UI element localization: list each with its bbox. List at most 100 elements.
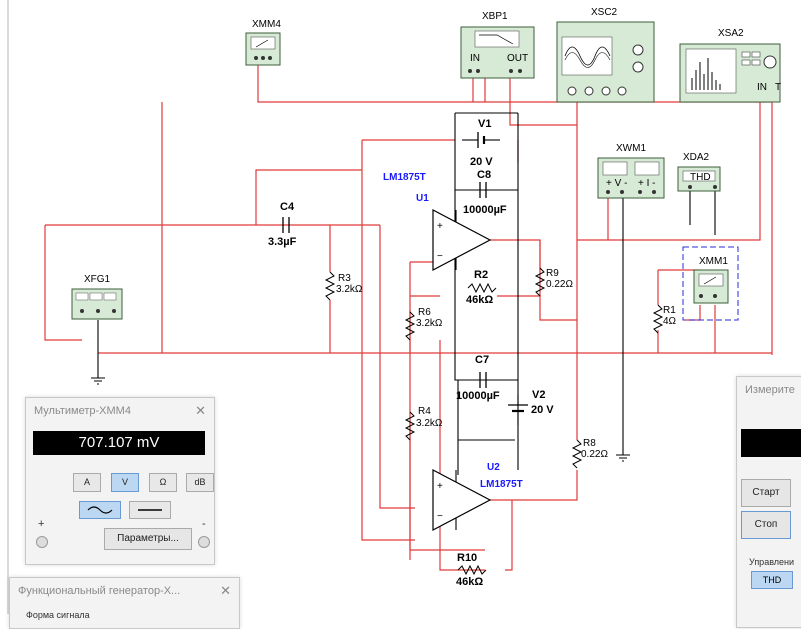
v2-label: V2 — [532, 389, 545, 401]
mode-db-button[interactable]: dB — [186, 473, 214, 492]
r9-resistor[interactable] — [534, 267, 546, 297]
r4-resistor[interactable] — [404, 411, 416, 441]
r3-value: 3.2kΩ — [336, 284, 363, 295]
xsc2-oscilloscope[interactable] — [556, 21, 655, 103]
c4-capacitor[interactable] — [282, 217, 290, 233]
svg-text:−: − — [437, 251, 443, 262]
ac-wave-icon — [87, 506, 113, 514]
r3-resistor[interactable] — [324, 271, 336, 301]
r2-value: 46kΩ — [466, 294, 493, 306]
svg-text:+: + — [437, 481, 443, 492]
v1-value: 20 V — [470, 156, 493, 168]
c4-label: C4 — [280, 201, 295, 213]
c7-capacitor[interactable] — [479, 372, 487, 388]
u1-opamp[interactable]: + − — [432, 209, 492, 271]
r6-value: 3.2kΩ — [416, 318, 443, 329]
parameters-button[interactable]: Параметры... — [104, 528, 192, 550]
svg-text:−: − — [437, 511, 443, 522]
schematic-canvas[interactable]: XMM4 XBP1 IN OUT XSC2 XSA2 — [0, 0, 801, 614]
xmm1-label: XMM1 — [699, 256, 728, 267]
v1-battery[interactable] — [462, 132, 500, 148]
r9-label: R9 — [546, 268, 559, 279]
xwm1-label: XWM1 — [616, 143, 646, 154]
xbp1-bode-plotter[interactable]: IN OUT — [460, 26, 535, 79]
multimeter-display: 707.107 mV — [33, 431, 205, 455]
c8-label: C8 — [477, 169, 491, 181]
multimeter-title: Мультиметр-XMM4 ✕ — [26, 398, 214, 424]
svg-text:+: + — [437, 221, 443, 232]
r10-label: R10 — [457, 552, 477, 564]
red-wires — [44, 65, 773, 571]
xfg1-function-generator[interactable] — [71, 288, 123, 320]
r2-label: R2 — [474, 269, 488, 281]
generator-close-icon[interactable]: ✕ — [220, 583, 231, 598]
function-generator-panel[interactable]: Функциональный генератор-X... ✕ Форма си… — [9, 577, 240, 629]
xsa2-t-label: T — [775, 82, 781, 93]
c8-value: 10000µF — [463, 204, 507, 216]
generator-title: Функциональный генератор-X... ✕ — [10, 578, 239, 604]
distortion-title: Измерите — [737, 377, 801, 403]
ac-mode-button[interactable] — [79, 501, 121, 519]
r6-resistor[interactable] — [404, 311, 416, 341]
mode-a-button[interactable]: A — [73, 473, 101, 492]
minus-terminal-label: - — [202, 518, 206, 530]
v2-battery[interactable] — [508, 395, 528, 425]
mode-ohm-button[interactable]: Ω — [149, 473, 177, 492]
xsc2-label: XSC2 — [591, 7, 618, 18]
r8-label: R8 — [583, 438, 596, 449]
v1-label: V1 — [478, 118, 491, 130]
thd-button[interactable]: THD — [751, 571, 793, 589]
ground-symbol-left — [91, 377, 105, 385]
u2-opamp[interactable]: + − — [432, 469, 492, 531]
r8-value: 0.22Ω — [581, 449, 608, 460]
r8-resistor[interactable] — [571, 439, 583, 469]
dc-line-icon — [138, 509, 162, 511]
waveform-label: Форма сигнала — [26, 610, 90, 620]
plus-terminal-label: + — [38, 518, 45, 530]
dc-mode-button[interactable] — [129, 501, 171, 519]
xwm1-wattmeter[interactable]: + V - + I - — [597, 157, 665, 199]
xmm1-selection-box — [682, 246, 739, 321]
stop-button[interactable]: Стоп — [741, 511, 791, 539]
distortion-display — [741, 429, 801, 457]
multimeter-xmm4-panel[interactable]: Мультиметр-XMM4 ✕ 707.107 mV A V Ω dB + … — [25, 397, 215, 565]
minus-terminal[interactable] — [198, 536, 210, 548]
c7-label: C7 — [475, 354, 489, 366]
r10-value: 46kΩ — [456, 576, 483, 588]
multimeter-close-icon[interactable]: ✕ — [195, 403, 206, 418]
u2-label: U2 — [487, 462, 500, 473]
v2-value: 20 V — [531, 404, 554, 416]
mode-v-button[interactable]: V — [111, 473, 139, 492]
r9-value: 0.22Ω — [546, 279, 573, 290]
c8-capacitor[interactable] — [479, 182, 487, 198]
control-label: Управлени — [749, 557, 795, 567]
plus-terminal[interactable] — [36, 536, 48, 548]
r6-label: R6 — [418, 307, 431, 318]
r4-label: R4 — [418, 406, 431, 417]
multimeter-title-text: Мультиметр-XMM4 — [34, 405, 131, 417]
r2-resistor[interactable] — [467, 282, 497, 294]
xda2-thd-label: THD — [690, 172, 711, 183]
ground-symbol-right — [616, 454, 630, 462]
xsa2-label: XSA2 — [718, 28, 744, 39]
svg-text:+ I -: + I - — [638, 178, 656, 189]
c7-value: 10000µF — [456, 390, 500, 402]
u1-type-label: LM1875T — [383, 172, 426, 183]
c4-value: 3.3µF — [268, 236, 297, 248]
start-button[interactable]: Старт — [741, 479, 791, 507]
xbp1-out-label: OUT — [507, 53, 528, 64]
xda2-distortion-analyzer[interactable]: THD — [677, 166, 721, 192]
r4-value: 3.2kΩ — [416, 418, 443, 429]
distortion-title-text: Измерите — [745, 384, 795, 396]
u2-type-label: LM1875T — [480, 479, 523, 490]
r1-resistor[interactable] — [652, 304, 664, 334]
r10-resistor[interactable] — [457, 564, 487, 576]
distortion-analyzer-panel[interactable]: Измерите Старт Стоп Управлени THD — [736, 376, 801, 628]
xbp1-label: XBP1 — [482, 11, 508, 22]
generator-title-text: Функциональный генератор-X... — [18, 585, 181, 597]
xmm1-multimeter[interactable] — [693, 269, 729, 304]
xsa2-spectrum-analyzer[interactable]: IN T — [679, 43, 781, 103]
u1-label: U1 — [416, 193, 429, 204]
xda2-label: XDA2 — [683, 152, 710, 163]
xmm4-instrument[interactable] — [245, 32, 281, 66]
